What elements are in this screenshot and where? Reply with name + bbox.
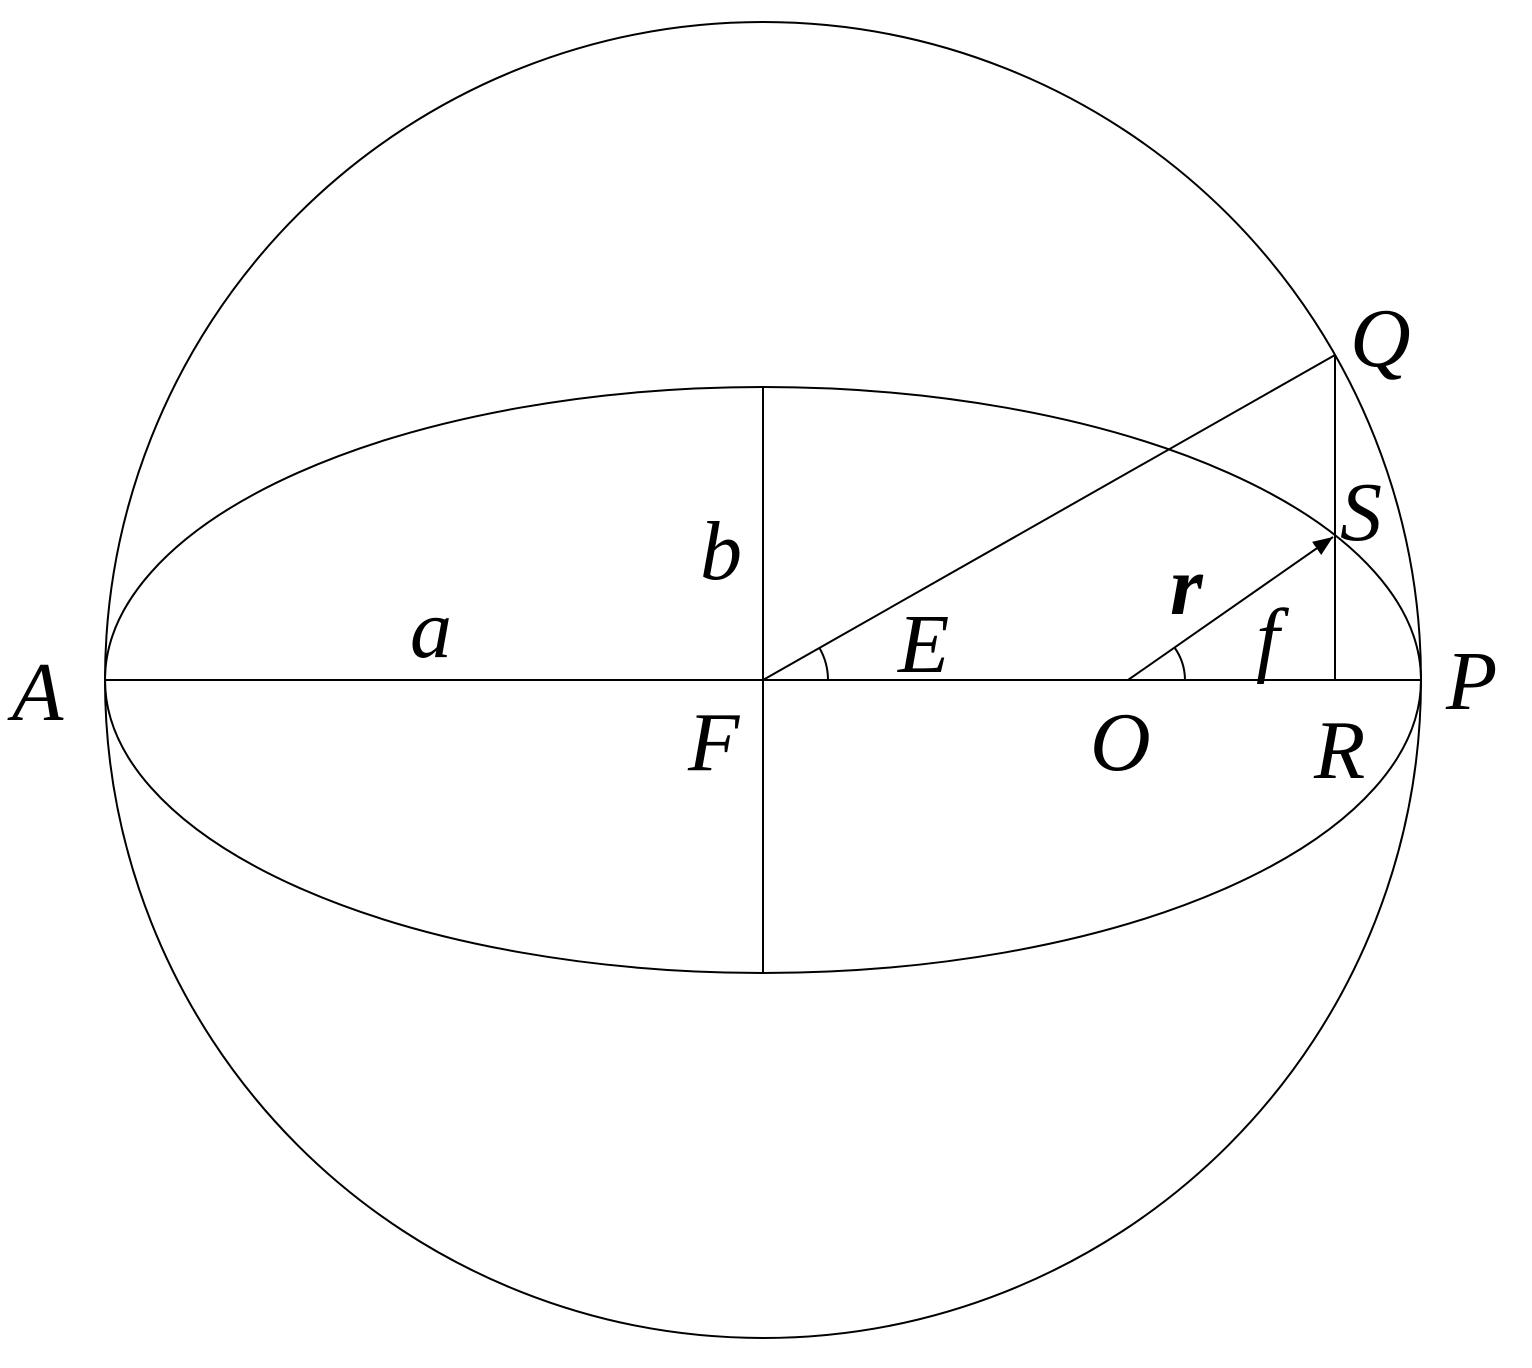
line-f-to-q: [762, 354, 1336, 681]
label-f-point: F: [687, 696, 741, 789]
label-semi-minor-b: b: [700, 505, 742, 598]
label-r-point: R: [1313, 704, 1365, 797]
label-q-point: Q: [1350, 292, 1411, 385]
label-o-point: O: [1090, 696, 1151, 789]
radius-vector-r: [1127, 536, 1334, 681]
label-e-angle: E: [897, 598, 949, 691]
angle-arc-e: [818, 647, 829, 681]
label-semi-major-a: a: [410, 583, 452, 676]
label-s-point: S: [1340, 466, 1382, 559]
label-f-angle: f: [1256, 592, 1290, 685]
angle-arc-f: [1173, 646, 1186, 681]
label-p-point: P: [1445, 635, 1497, 728]
label-radius-r: r: [1170, 540, 1204, 633]
label-a-point: A: [7, 646, 64, 739]
